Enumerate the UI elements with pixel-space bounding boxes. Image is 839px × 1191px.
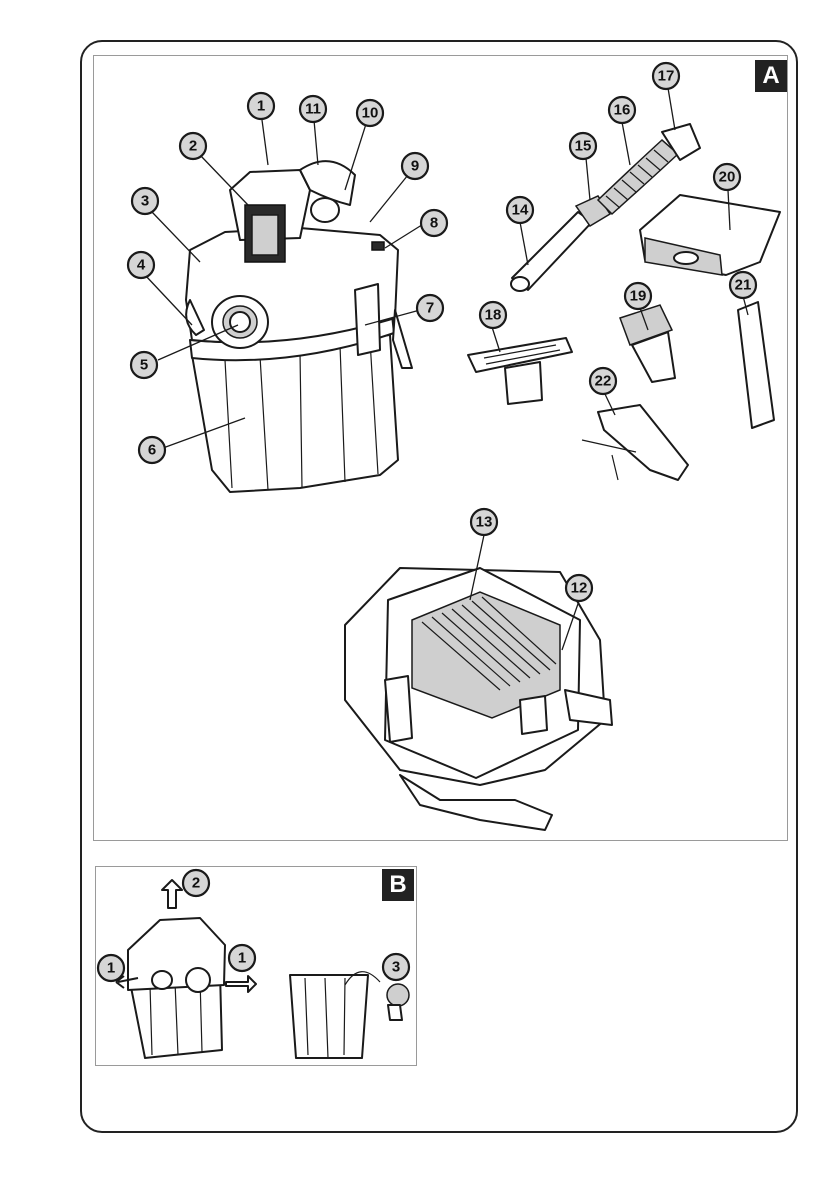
callout-b-1-left: 1 [98,955,124,981]
svg-text:18: 18 [485,307,502,324]
panel-b-illustrations [116,880,409,1058]
svg-text:5: 5 [140,357,148,374]
callout-18: 18 [480,302,506,328]
callout-22: 22 [590,368,616,394]
svg-text:13: 13 [476,514,493,531]
callout-21: 21 [730,272,756,298]
svg-text:15: 15 [575,138,592,155]
callout-b-3: 3 [383,954,409,980]
svg-text:4: 4 [137,257,146,274]
callout-11: 11 [300,96,326,122]
callout-16: 16 [609,97,635,123]
callout-20: 20 [714,164,740,190]
callout-14: 14 [507,197,533,223]
svg-text:1: 1 [257,98,265,115]
callout-1: 1 [248,93,274,119]
svg-text:10: 10 [362,105,379,122]
callout-4: 4 [128,252,154,278]
callout-17: 17 [653,63,679,89]
vacuum-illustration [186,161,412,492]
callout-8: 8 [421,210,447,236]
callout-9: 9 [402,153,428,179]
svg-text:8: 8 [430,215,438,232]
svg-text:2: 2 [192,875,200,892]
svg-text:14: 14 [512,202,529,219]
svg-text:16: 16 [614,102,631,119]
svg-text:20: 20 [719,169,736,186]
svg-text:19: 19 [630,288,647,305]
svg-text:17: 17 [658,68,675,85]
callout-15: 15 [570,133,596,159]
svg-text:1: 1 [238,950,246,967]
callout-12: 12 [566,575,592,601]
svg-text:12: 12 [571,580,588,597]
callout-7: 7 [417,295,443,321]
svg-text:22: 22 [595,373,612,390]
svg-text:21: 21 [735,277,752,294]
svg-text:1: 1 [107,960,115,977]
callout-b-2: 2 [183,870,209,896]
callout-19: 19 [625,283,651,309]
svg-text:6: 6 [148,442,156,459]
filter-assembly-illustration [345,568,612,830]
callout-6: 6 [139,437,165,463]
svg-text:3: 3 [392,959,400,976]
callout-13: 13 [471,509,497,535]
svg-text:3: 3 [141,193,149,210]
svg-text:9: 9 [411,158,419,175]
callout-5: 5 [131,352,157,378]
svg-text:2: 2 [189,138,197,155]
svg-text:7: 7 [426,300,434,317]
callout-b-1-right: 1 [229,945,255,971]
callout-3: 3 [132,188,158,214]
svg-text:11: 11 [305,101,321,118]
callout-2: 2 [180,133,206,159]
callout-10: 10 [357,100,383,126]
